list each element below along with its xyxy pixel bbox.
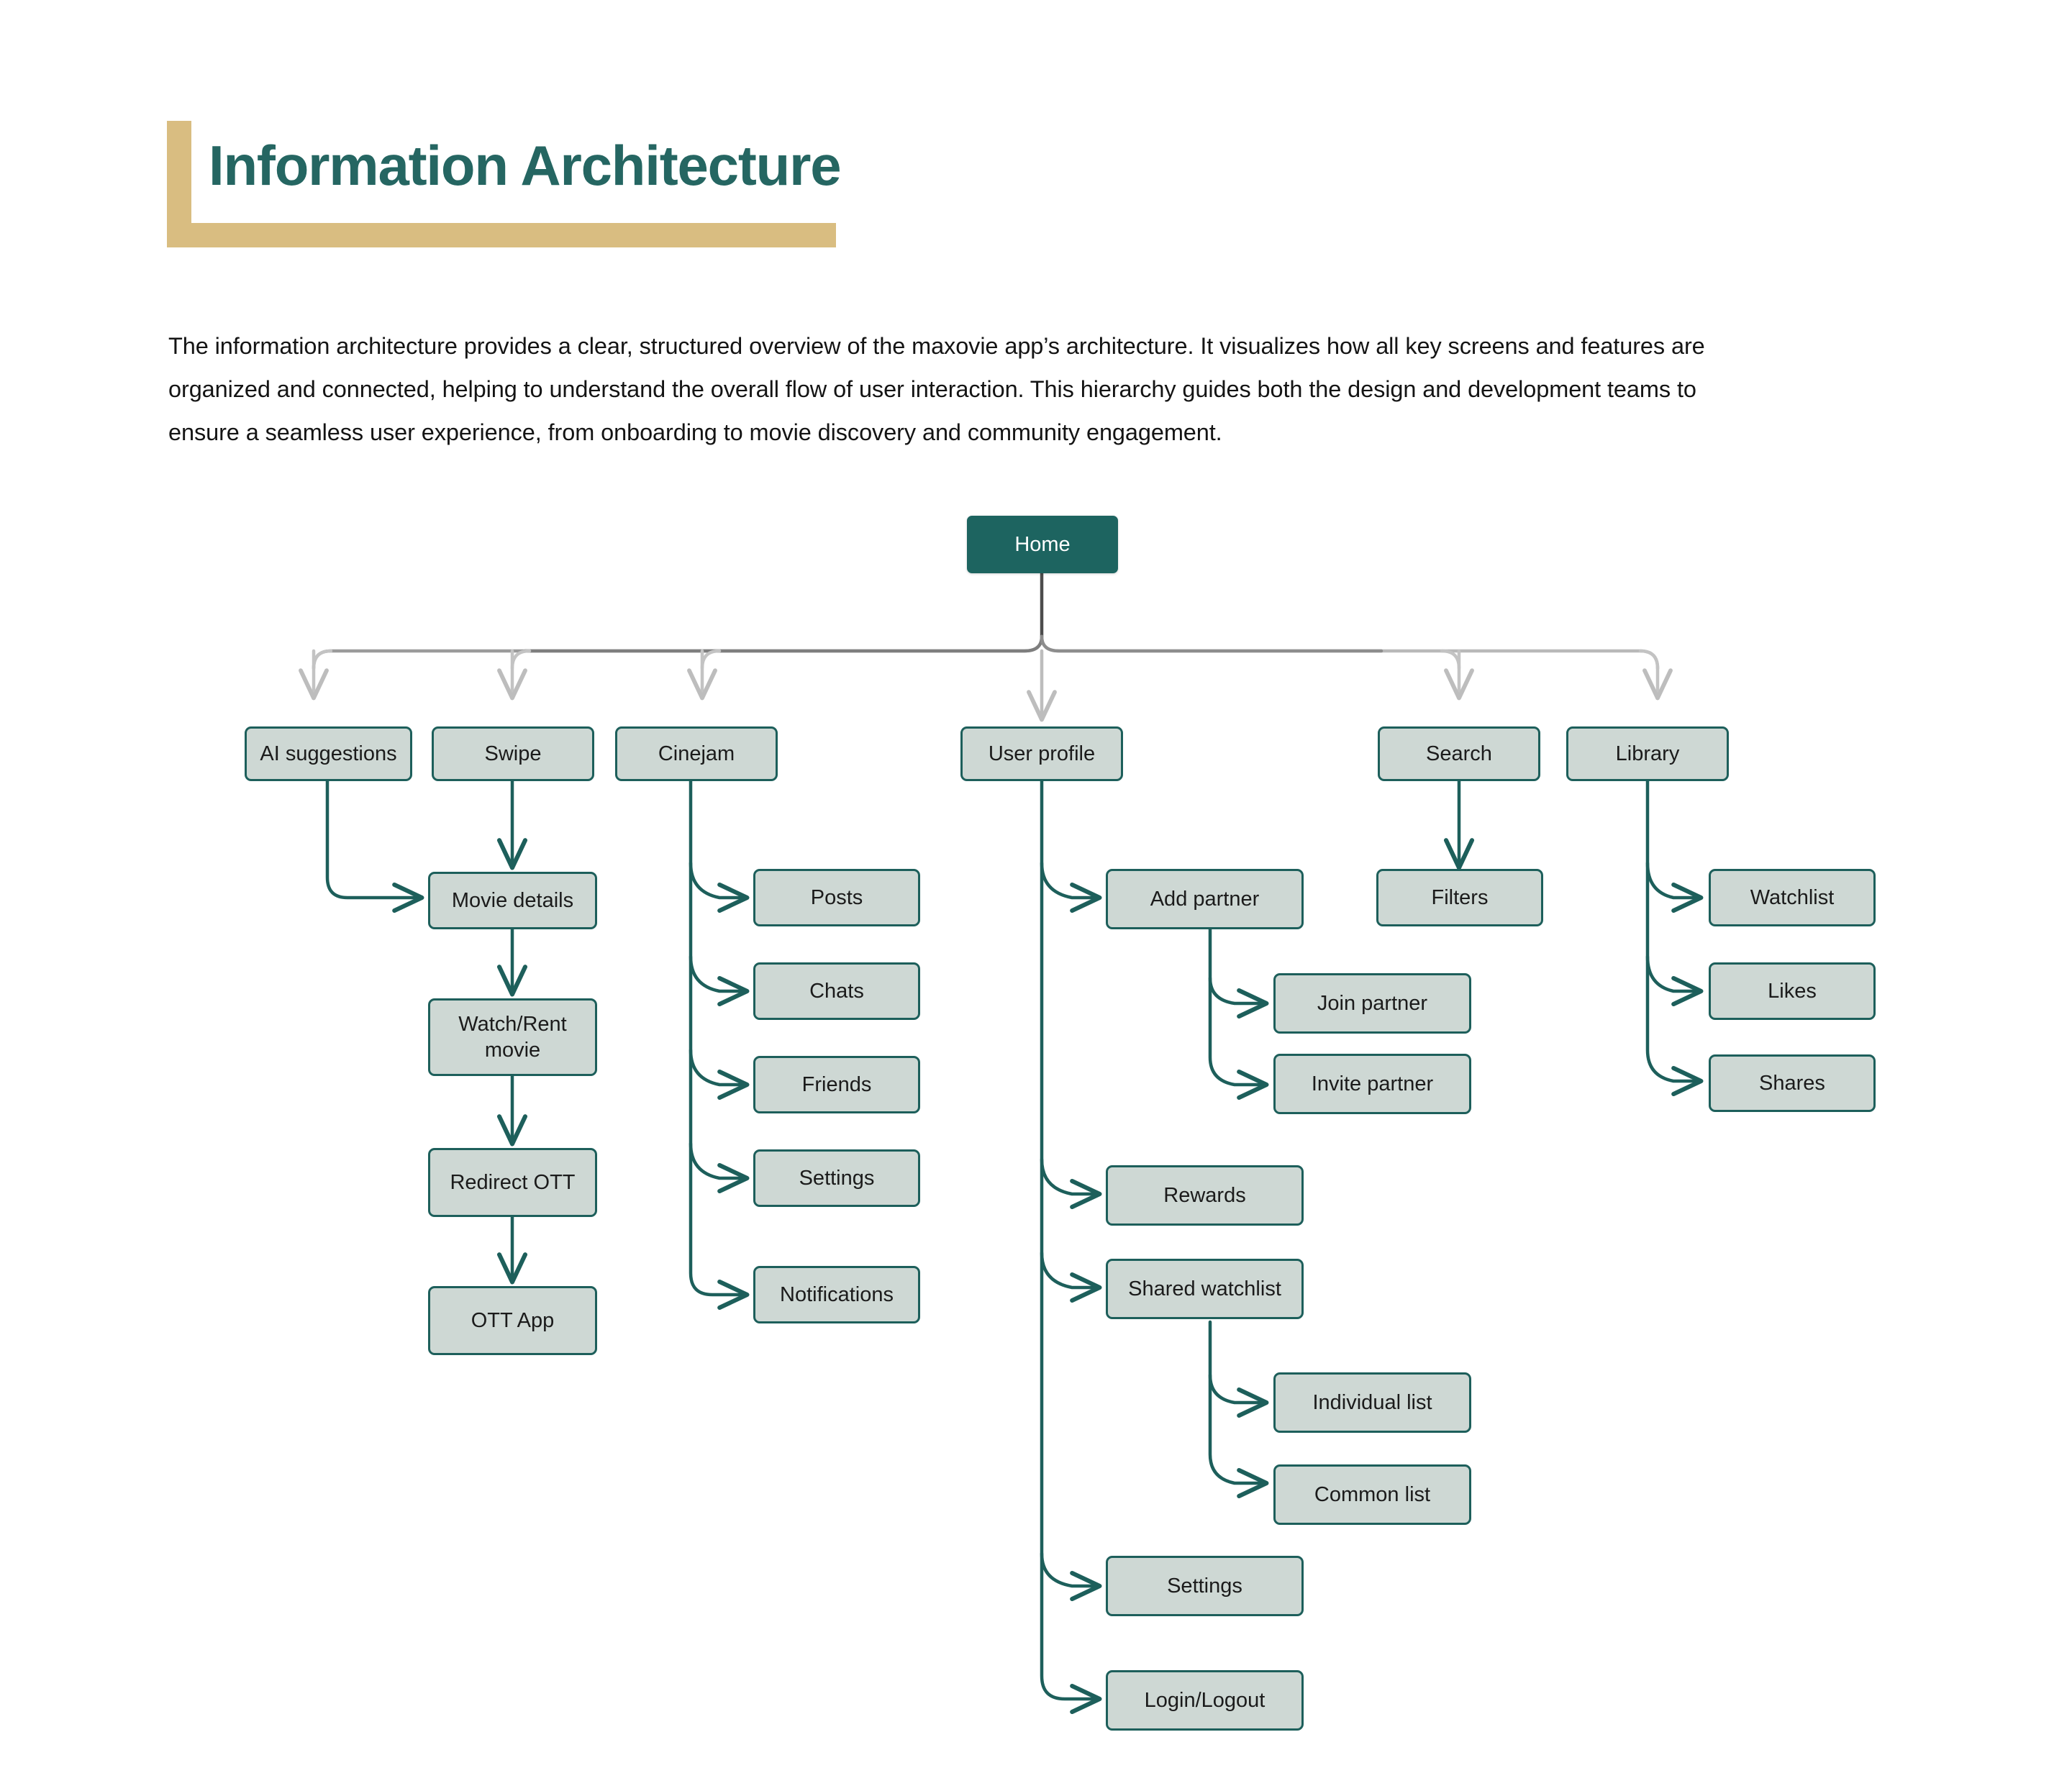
page-header: Information Architecture — [167, 121, 842, 247]
edge-group-library — [1645, 779, 1704, 1097]
node-cinejam[interactable]: Cinejam — [615, 726, 778, 781]
node-friends[interactable]: Friends — [753, 1056, 920, 1113]
edge-home-children — [512, 649, 1673, 698]
node-filters[interactable]: Filters — [1376, 869, 1543, 926]
node-swipe[interactable]: Swipe — [432, 726, 594, 781]
node-user-profile[interactable]: User profile — [960, 726, 1123, 781]
intro-paragraph: The information architecture provides a … — [168, 332, 1705, 445]
node-watch-rent-movie[interactable]: Watch/Rent movie — [428, 998, 597, 1076]
node-login-logout[interactable]: Login/Logout — [1106, 1670, 1304, 1731]
node-common-list[interactable]: Common list — [1273, 1464, 1471, 1525]
node-cinejam-settings[interactable]: Settings — [753, 1149, 920, 1207]
node-invite-partner[interactable]: Invite partner — [1273, 1054, 1471, 1114]
page-title: Information Architecture — [209, 134, 842, 197]
node-add-partner[interactable]: Add partner — [1106, 869, 1304, 929]
edge-group-user-profile — [1040, 779, 1102, 1715]
node-ott-app[interactable]: OTT App — [428, 1286, 597, 1355]
accent-bar-horizontal — [167, 223, 836, 247]
node-profile-settings[interactable]: Settings — [1106, 1556, 1304, 1616]
node-shared-watchlist[interactable]: Shared watchlist — [1106, 1259, 1304, 1319]
node-home[interactable]: Home — [967, 516, 1118, 573]
node-ai-suggestions[interactable]: AI suggestions — [245, 726, 412, 781]
edge-group-shared-watchlist — [1208, 1320, 1269, 1499]
node-watchlist[interactable]: Watchlist — [1709, 869, 1876, 926]
edge-group-add-partner — [1208, 927, 1269, 1100]
node-library[interactable]: Library — [1566, 726, 1729, 781]
node-shares[interactable]: Shares — [1709, 1054, 1876, 1112]
node-redirect-ott[interactable]: Redirect OTT — [428, 1148, 597, 1217]
node-individual-list[interactable]: Individual list — [1273, 1372, 1471, 1433]
edge-group-cinejam — [689, 779, 750, 1311]
node-search[interactable]: Search — [1378, 726, 1540, 781]
node-chats[interactable]: Chats — [753, 962, 920, 1020]
node-likes[interactable]: Likes — [1709, 962, 1876, 1020]
node-join-partner[interactable]: Join partner — [1273, 973, 1471, 1034]
edge-group-home — [299, 571, 1660, 701]
node-notifications[interactable]: Notifications — [753, 1266, 920, 1323]
node-movie-details[interactable]: Movie details — [428, 872, 597, 929]
node-posts[interactable]: Posts — [753, 869, 920, 926]
node-rewards[interactable]: Rewards — [1106, 1165, 1304, 1226]
